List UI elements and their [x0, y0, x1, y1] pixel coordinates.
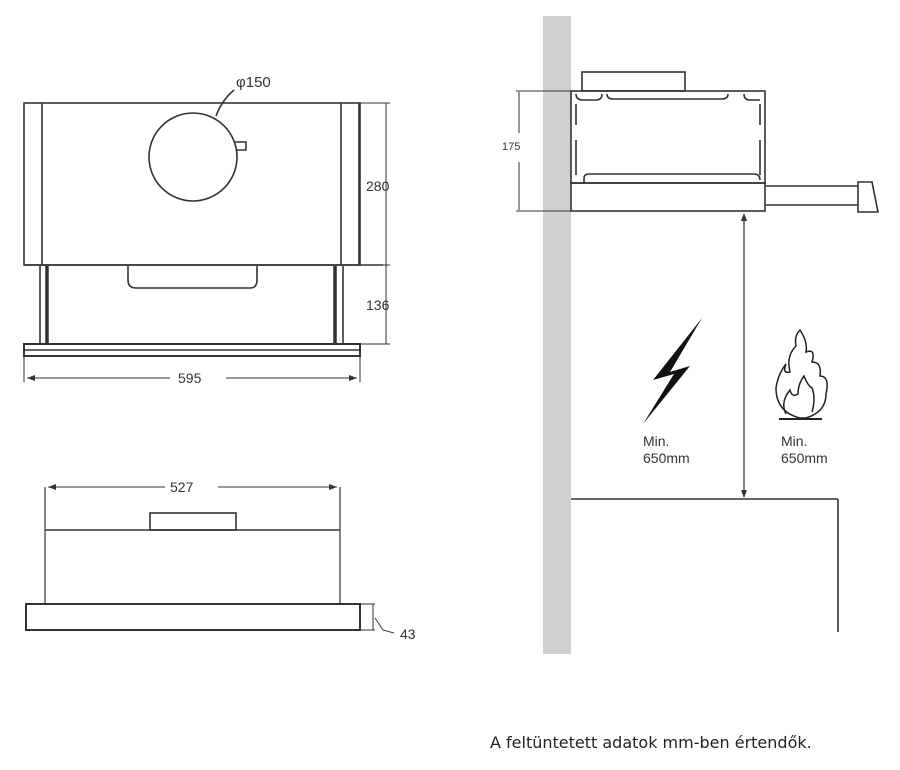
drawer-height-label: 136: [366, 297, 390, 313]
front-width-label: 595: [178, 370, 202, 386]
side-height-label: 175: [502, 141, 521, 153]
electric-clearance-label: Min. 650mm: [643, 433, 690, 466]
lightning-icon: [643, 318, 702, 424]
duct-outlet-icon: [148, 112, 238, 202]
units-caption: A feltüntetett adatok mm-ben értendők.: [490, 733, 812, 752]
top-width-label: 527: [170, 479, 194, 495]
duct-diameter-label: φ150: [236, 74, 271, 91]
gas-clearance-label: Min. 650mm: [781, 433, 828, 466]
flame-icon: [775, 328, 828, 420]
body-height-label: 280: [366, 178, 390, 194]
wall: [543, 16, 571, 654]
top-view: [25, 484, 395, 634]
side-view: [516, 16, 879, 654]
panel-depth-label: 43: [400, 626, 416, 642]
front-view: [23, 89, 390, 382]
